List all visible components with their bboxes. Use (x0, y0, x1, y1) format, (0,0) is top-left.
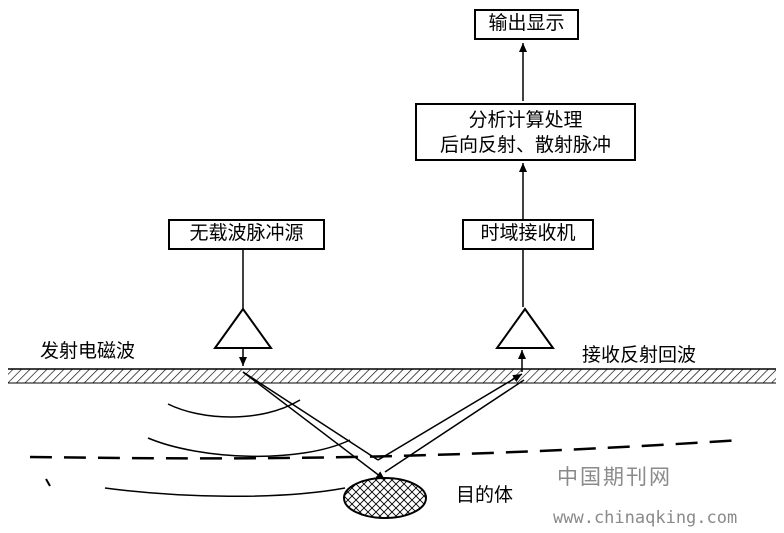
watermark-url: www.chinaqking.com (553, 508, 738, 528)
watermark-name: 中国期刊网 (557, 465, 672, 489)
wavefront-2 (147, 437, 351, 458)
reflected-ray-2 (384, 379, 525, 473)
receive-echo-label: 接收反射回波 (582, 344, 697, 366)
time-domain-receiver-box: 时域接收机 (462, 219, 594, 250)
incident-ray-2 (242, 371, 386, 481)
time-domain-receiver-label: 时域接收机 (480, 222, 576, 244)
incident-ray-1 (242, 371, 379, 461)
pulse-source-box: 无载波脉冲源 (168, 219, 325, 250)
reflected-ray-1 (377, 373, 523, 461)
target-label: 目的体 (456, 484, 514, 506)
wavefront-1 (167, 399, 301, 418)
transmit-antenna-icon (213, 307, 273, 349)
target-body (343, 477, 427, 519)
analysis-box: 分析计算处理 后向反射、散射脉冲 (415, 103, 636, 161)
small-mark (45, 478, 51, 487)
wavefront-3 (104, 487, 346, 497)
receive-antenna-icon (495, 307, 555, 349)
subsurface-interface-dashed (29, 438, 743, 460)
ground-surface (8, 369, 776, 383)
output-display-label: 输出显示 (488, 12, 565, 34)
output-display-box: 输出显示 (474, 9, 579, 40)
pulse-source-label: 无载波脉冲源 (189, 222, 304, 244)
analysis-line-1: 分析计算处理 (468, 109, 583, 131)
transmit-wave-label: 发射电磁波 (40, 340, 136, 362)
analysis-line-2: 后向反射、散射脉冲 (439, 134, 611, 156)
